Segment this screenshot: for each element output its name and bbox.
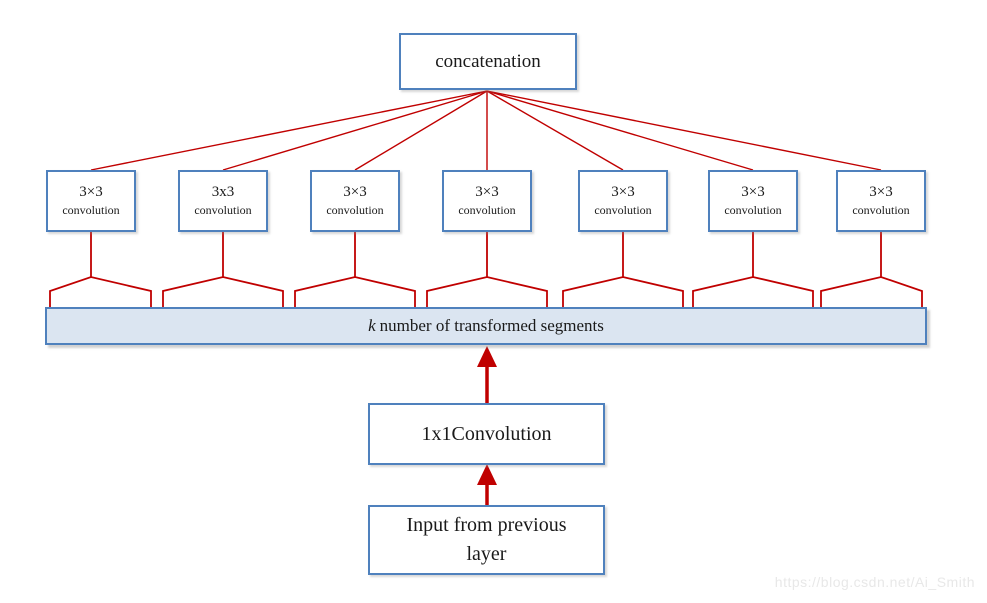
fork <box>426 276 548 307</box>
segments-bar-label: number of transformed segments <box>379 316 604 335</box>
conv1x1-node: 1x1Convolution <box>368 403 605 465</box>
fan-lines <box>90 90 882 171</box>
up-arrow-conv1x1 <box>477 464 497 505</box>
fork-connectors <box>49 232 923 307</box>
conv-word-label: convolution <box>326 203 384 218</box>
concatenation-label: concatenation <box>435 50 541 72</box>
fan-line <box>486 90 754 171</box>
conv-size-label: 3×3 <box>611 183 635 200</box>
conv-node-7: 3×3 convolution <box>836 170 926 232</box>
arrow-head <box>477 464 497 485</box>
conv-node-4: 3×3 convolution <box>442 170 532 232</box>
conv-node-6: 3×3 convolution <box>708 170 798 232</box>
fan-line <box>486 90 624 171</box>
conv-size-label: 3×3 <box>741 183 765 200</box>
conv-word-label: convolution <box>194 203 252 218</box>
conv-word-label: convolution <box>62 203 120 218</box>
conv-word-label: convolution <box>458 203 516 218</box>
segments-bar-k: k <box>368 316 376 335</box>
conv-node-1: 3×3 convolution <box>46 170 136 232</box>
fan-line <box>486 90 882 171</box>
conv-word-label: convolution <box>724 203 782 218</box>
conv-size-label: 3×3 <box>343 183 367 200</box>
fork <box>294 276 416 307</box>
fan-line <box>354 90 488 171</box>
watermark-text: https://blog.csdn.net/Ai_Smith <box>774 574 975 590</box>
input-label-line2: layer <box>466 543 507 565</box>
fork <box>692 276 814 307</box>
segments-bar: k number of transformed segments <box>45 307 927 345</box>
conv-node-5: 3×3 convolution <box>578 170 668 232</box>
fan-line <box>222 90 488 171</box>
conv-size-label: 3×3 <box>79 183 103 200</box>
concatenation-node: concatenation <box>399 33 577 90</box>
conv1x1-label: 1x1Convolution <box>421 422 552 445</box>
up-arrow-bar <box>477 346 497 404</box>
conv-node-2: 3x3 convolution <box>178 170 268 232</box>
fork <box>562 276 684 307</box>
conv-word-label: convolution <box>594 203 652 218</box>
fork <box>162 276 284 307</box>
conv-word-label: convolution <box>852 203 910 218</box>
arrow-head <box>477 346 497 367</box>
conv-size-label: 3×3 <box>475 183 499 200</box>
fork <box>820 276 923 307</box>
conv-size-label: 3x3 <box>211 183 235 200</box>
input-label-line1: Input from previous <box>406 514 567 536</box>
conv-size-label: 3×3 <box>869 183 893 200</box>
fan-line <box>90 90 488 171</box>
conv-node-3: 3×3 convolution <box>310 170 400 232</box>
input-node: Input from previous layer <box>368 505 605 575</box>
fork <box>49 276 152 307</box>
